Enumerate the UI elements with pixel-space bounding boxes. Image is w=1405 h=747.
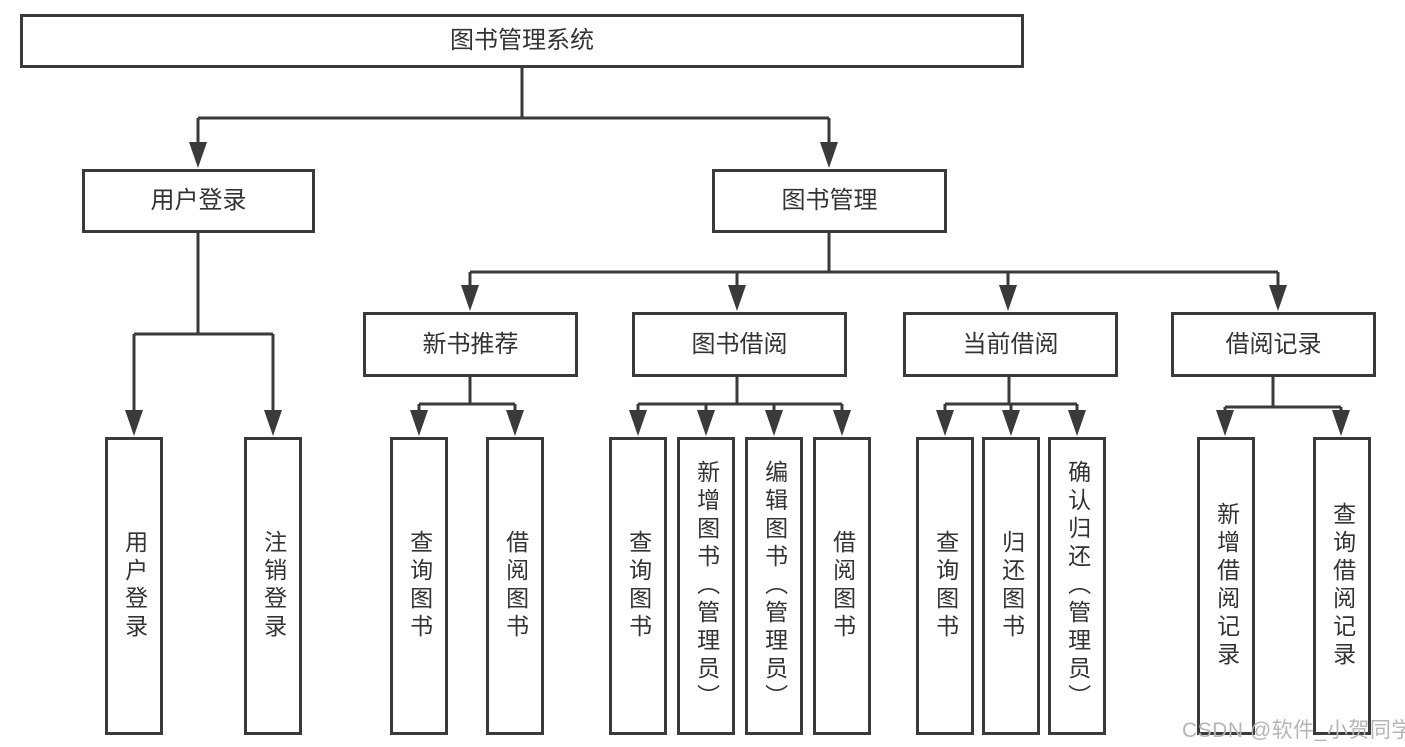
csdn-watermark: CSDN @软件_小贺同学 bbox=[1182, 719, 1405, 742]
connector-book-borrow bbox=[636, 377, 844, 412]
arrow-down-icon bbox=[999, 285, 1017, 311]
node-new-book-recommend: 新书推荐 bbox=[363, 312, 578, 377]
node-label: 新增借阅记录 bbox=[1213, 502, 1240, 670]
leaf-user-login: 用户登录 bbox=[105, 437, 163, 735]
node-label: 查询图书 bbox=[932, 530, 959, 642]
connector-root bbox=[196, 68, 831, 144]
leaf-logout-login: 注销登录 bbox=[244, 437, 302, 735]
node-label: 查询借阅记录 bbox=[1329, 502, 1356, 670]
node-label: 注销登录 bbox=[260, 530, 287, 642]
arrow-down-icon bbox=[189, 142, 207, 168]
arrow-down-icon bbox=[264, 410, 282, 436]
node-user-login: 用户登录 bbox=[82, 169, 315, 233]
connector-new-book-recommend bbox=[417, 377, 517, 412]
leaf-borrow-books: 借阅图书 bbox=[813, 437, 871, 735]
node-label: 借阅记录 bbox=[1225, 330, 1322, 358]
arrow-down-icon bbox=[936, 410, 954, 436]
arrow-down-icon bbox=[1269, 285, 1287, 311]
node-label: 查询图书 bbox=[406, 530, 433, 642]
arrow-down-icon bbox=[461, 285, 479, 311]
leaf-query-books-current: 查询图书 bbox=[916, 437, 974, 735]
node-current-borrow: 当前借阅 bbox=[903, 312, 1118, 377]
node-label: 编辑图书（管理员） bbox=[761, 460, 788, 712]
leaf-borrow-books-recommend: 借阅图书 bbox=[486, 437, 544, 735]
node-label: 当前借阅 bbox=[962, 330, 1059, 358]
arrowhead-group bbox=[125, 142, 1350, 436]
arrow-down-icon bbox=[506, 410, 524, 436]
node-borrow-records: 借阅记录 bbox=[1171, 312, 1376, 377]
leaf-add-borrow-record: 新增借阅记录 bbox=[1197, 437, 1255, 735]
node-label: 新书推荐 bbox=[422, 330, 519, 358]
arrow-down-icon bbox=[410, 410, 428, 436]
arrow-down-icon bbox=[820, 142, 838, 168]
connector-book-management bbox=[468, 233, 1280, 287]
node-book-management: 图书管理 bbox=[712, 169, 947, 233]
connector-user-login bbox=[132, 233, 275, 412]
node-label: 图书借阅 bbox=[691, 330, 788, 358]
arrow-down-icon bbox=[125, 410, 143, 436]
node-label: 借阅图书 bbox=[829, 530, 856, 642]
node-label: 确认归还（管理员） bbox=[1064, 460, 1091, 712]
node-label: 图书管理系统 bbox=[450, 27, 594, 54]
connector-line-group bbox=[132, 68, 1343, 412]
leaf-add-books-admin: 新增图书（管理员） bbox=[677, 437, 735, 735]
connector-current-borrow bbox=[943, 377, 1079, 412]
arrow-down-icon bbox=[1068, 410, 1086, 436]
leaf-confirm-return-admin: 确认归还（管理员） bbox=[1048, 437, 1106, 735]
arrow-down-icon bbox=[1332, 410, 1350, 436]
leaf-query-borrow-record: 查询借阅记录 bbox=[1313, 437, 1371, 735]
node-label: 用户登录 bbox=[121, 530, 148, 642]
connector-borrow-records bbox=[1223, 377, 1343, 412]
arrow-down-icon bbox=[697, 410, 715, 436]
arrow-down-icon bbox=[1216, 410, 1234, 436]
node-book-borrow: 图书借阅 bbox=[632, 312, 847, 377]
node-label: 图书管理 bbox=[781, 187, 878, 214]
node-label: 用户登录 bbox=[150, 187, 247, 214]
leaf-query-books-recommend: 查询图书 bbox=[390, 437, 448, 735]
node-library-system: 图书管理系统 bbox=[20, 14, 1024, 68]
node-label: 归还图书 bbox=[998, 530, 1025, 642]
node-label: 借阅图书 bbox=[502, 530, 529, 642]
node-label: 查询图书 bbox=[625, 530, 652, 642]
arrow-down-icon bbox=[629, 410, 647, 436]
arrow-down-icon bbox=[1002, 410, 1020, 436]
arrow-down-icon bbox=[833, 410, 851, 436]
leaf-query-books-borrow: 查询图书 bbox=[609, 437, 667, 735]
arrow-down-icon bbox=[765, 410, 783, 436]
leaf-return-books: 归还图书 bbox=[982, 437, 1040, 735]
leaf-edit-books-admin: 编辑图书（管理员） bbox=[745, 437, 803, 735]
node-label: 新增图书（管理员） bbox=[693, 460, 720, 712]
arrow-down-icon bbox=[728, 285, 746, 311]
